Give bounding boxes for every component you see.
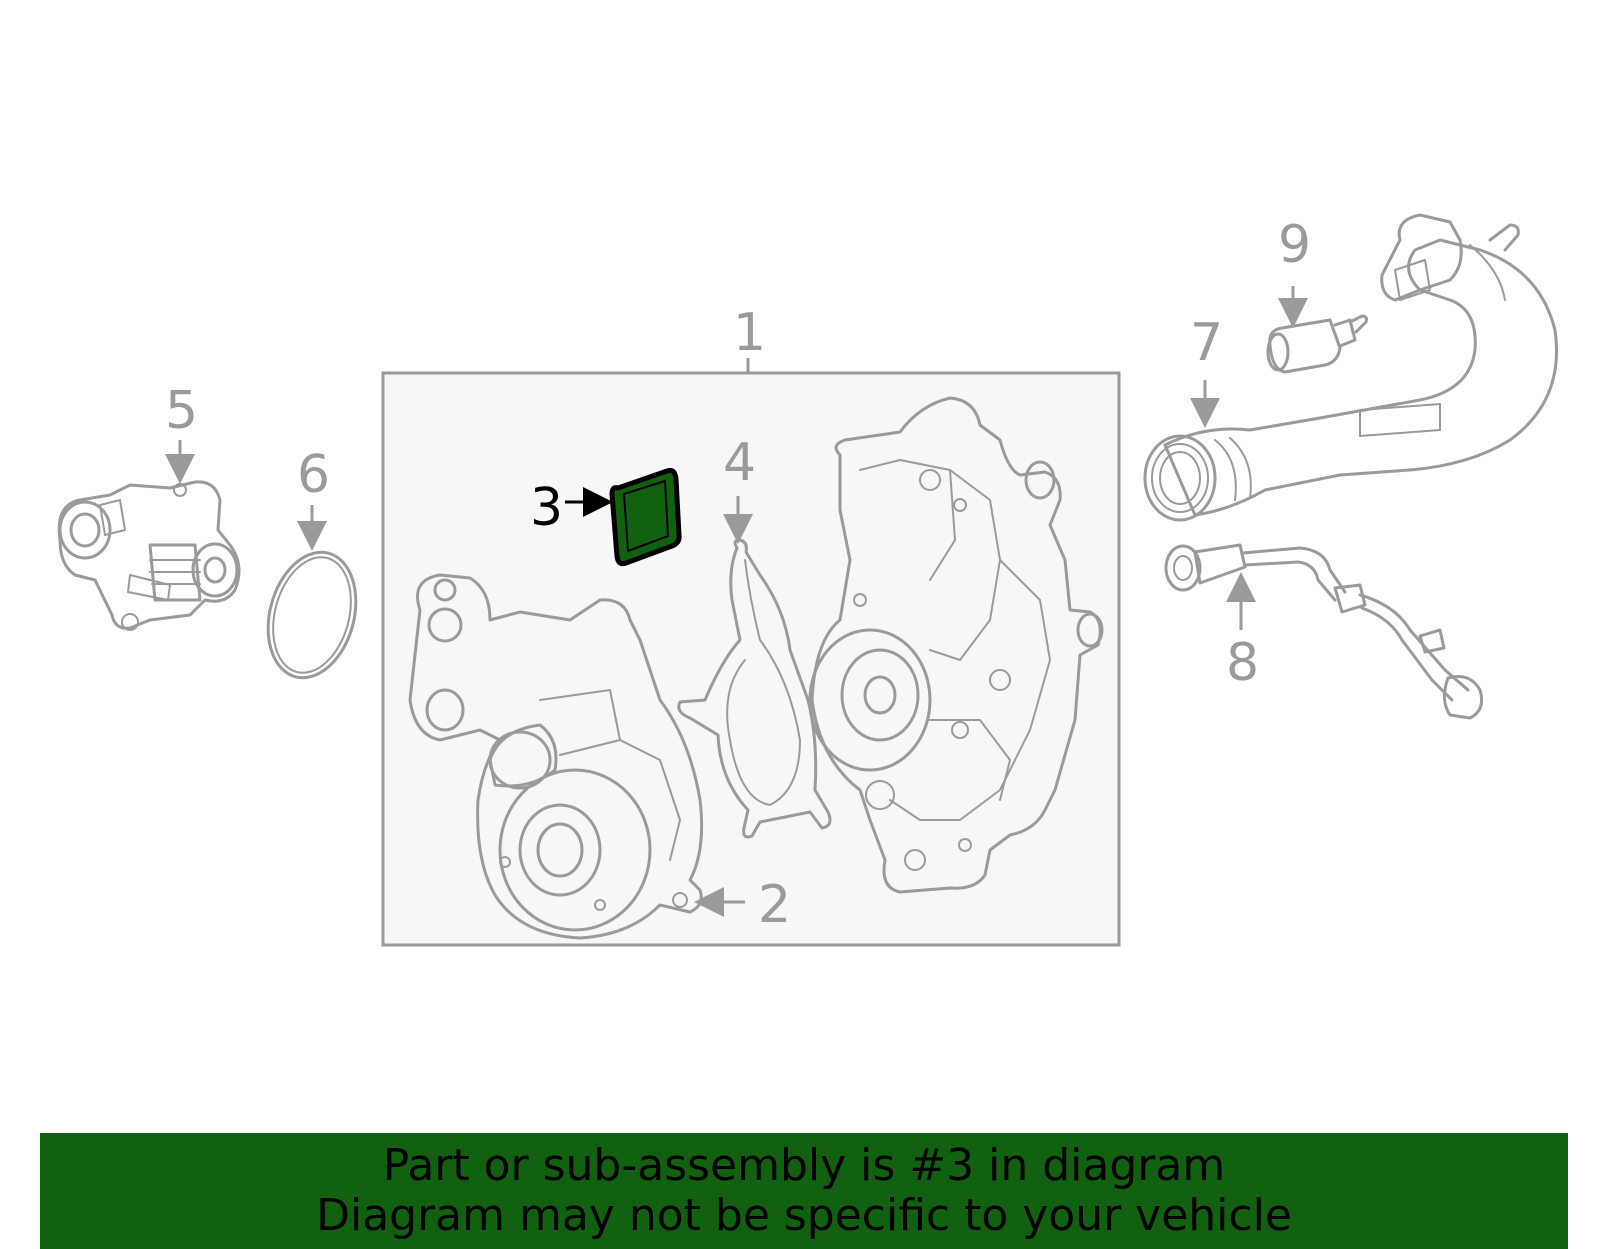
part-3-gasket[interactable] xyxy=(609,467,682,567)
part-8-sensor-wire xyxy=(1164,543,1484,720)
callout-8: 8 xyxy=(1226,633,1259,693)
banner-line-2: Diagram may not be specific to your vehi… xyxy=(316,1190,1292,1241)
housing xyxy=(808,396,1104,894)
callout-1: 1 xyxy=(733,303,766,363)
assembly-box xyxy=(381,371,1121,947)
banner-line-1: Part or sub-assembly is #3 in diagram xyxy=(382,1140,1226,1191)
part-5-thermostat xyxy=(57,480,241,631)
callout-9: 9 xyxy=(1278,215,1311,275)
part-7-hose xyxy=(1143,213,1559,522)
callout-7: 7 xyxy=(1190,313,1223,373)
part-4-gasket xyxy=(677,538,832,839)
callout-6: 6 xyxy=(297,445,330,505)
callout-4: 4 xyxy=(723,433,756,493)
callout-5: 5 xyxy=(165,381,198,441)
part-6-o-ring xyxy=(266,550,358,680)
callout-3: 3 xyxy=(530,478,563,538)
part-9-temp-sensor xyxy=(1266,314,1368,374)
info-banner: Part or sub-assembly is #3 in diagram Di… xyxy=(40,1133,1568,1249)
callout-2: 2 xyxy=(758,875,791,935)
